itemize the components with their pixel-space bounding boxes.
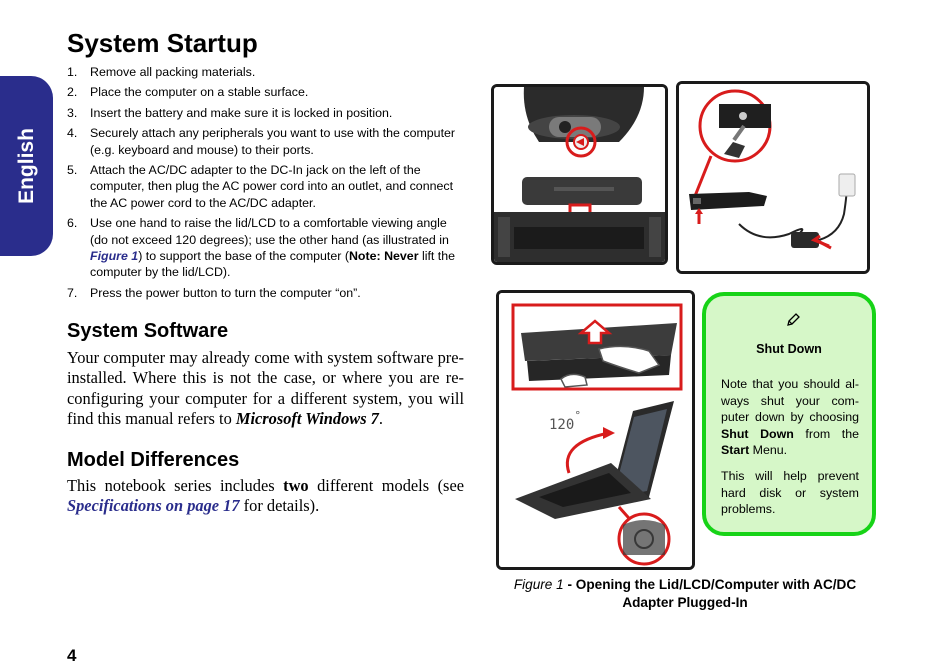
note-paragraph: This will help prevent hard disk or syst… [721, 469, 859, 517]
angle-label: 120 [549, 417, 574, 433]
pencil-icon [787, 313, 800, 326]
model-differences-text: This notebook series includes two differ… [67, 476, 464, 516]
figure-1-link[interactable]: Figure 1 [90, 249, 139, 264]
list-item: 5.Attach the AC/DC adapter to the DC-In … [67, 163, 454, 210]
specifications-link[interactable]: Specifications on page 17 [67, 496, 240, 516]
figure-caption: Figure 1 - Opening the Lid/LCD/Computer … [513, 577, 857, 610]
degree-symbol: ° [575, 409, 581, 422]
battery-insertion-photo [491, 84, 668, 265]
language-tab-label: English [15, 128, 38, 204]
page-number: 4 [67, 646, 77, 665]
note-title: Shut Down [756, 342, 822, 356]
battery-insertion-illustration [494, 87, 665, 262]
page-title: System Startup [67, 28, 258, 58]
list-item: 7.Press the power button to turn the com… [67, 285, 361, 300]
note-paragraph: Note that you should al-ways shut your c… [721, 377, 859, 458]
ac-adapter-illustration [679, 84, 867, 271]
shut-down-note: Shut Down Note that you should al-ways s… [702, 292, 876, 536]
ac-adapter-photo [676, 81, 870, 274]
system-software-text: Your computer may already come with syst… [67, 348, 464, 429]
language-tab[interactable]: English [0, 76, 53, 256]
startup-steps: 1.Remove all packing materials. 2.Place … [67, 64, 457, 305]
list-item: 4.Securely attach any peripherals you wa… [67, 126, 456, 157]
lid-opening-illustration: 120 ° [499, 293, 692, 567]
model-differences-heading: Model Differences [67, 449, 240, 471]
list-item: 3.Insert the battery and make sure it is… [67, 105, 393, 120]
list-item: 2.Place the computer on a stable surface… [67, 85, 309, 100]
system-software-heading: System Software [67, 320, 229, 342]
lid-opening-photo: 120 ° [496, 290, 695, 570]
list-item: 6.Use one hand to raise the lid/LCD to a… [67, 216, 456, 280]
list-item: 1.Remove all packing materials. [67, 65, 256, 79]
